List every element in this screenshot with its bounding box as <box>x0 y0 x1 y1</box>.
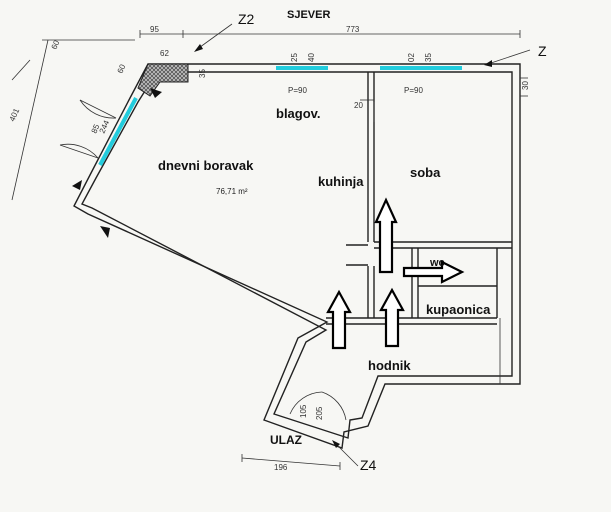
dim-door-85: 85 <box>90 123 102 135</box>
windows <box>98 66 462 166</box>
dim-corner-62: 62 <box>160 49 169 58</box>
north-label: SJEVER <box>287 9 330 21</box>
dim-window2-a: 02 <box>407 53 416 62</box>
parapet-2: P=90 <box>404 86 423 95</box>
arrow-up-hodnik-icon <box>326 289 352 350</box>
dim-right-30: 30 <box>521 81 530 90</box>
marker-pointers <box>72 23 531 467</box>
dim-bottom-196: 196 <box>274 463 288 472</box>
marker-z4: Z4 <box>360 457 377 473</box>
dim-window2-b: 35 <box>424 53 433 62</box>
top-left-dimension: 95 <box>150 25 159 34</box>
arrow-up-soba-icon <box>374 197 398 274</box>
dim-window1-a: 25 <box>290 53 299 62</box>
room-dnevni-boravak: dnevni boravak <box>158 158 254 173</box>
dim-left-outer: 401 <box>8 106 22 122</box>
marker-z2: Z2 <box>238 11 255 27</box>
arrow-right-wc-icon <box>402 260 465 284</box>
door-swings <box>59 99 347 421</box>
room-dnevni-area: 76,71 m² <box>216 187 248 196</box>
dim-wall-20: 20 <box>354 101 363 110</box>
room-soba: soba <box>410 165 441 180</box>
arrow-up-corridor-icon <box>379 287 405 348</box>
dimension-lines <box>11 30 521 470</box>
dim-left-top: 60 <box>50 39 62 51</box>
marker-z: Z <box>538 43 547 59</box>
window-left <box>98 97 138 166</box>
dim-window1-b: 40 <box>307 53 316 62</box>
room-wc: wc <box>429 257 445 269</box>
entry-ulaz: ULAZ <box>270 433 302 447</box>
dim-corner-35: 35 <box>198 69 207 78</box>
dim-entry-105: 105 <box>299 404 308 418</box>
parapet-1: P=90 <box>288 86 307 95</box>
room-blagov: blagov. <box>276 106 321 121</box>
interior-walls <box>326 72 512 384</box>
dim-entry-205: 205 <box>315 406 324 420</box>
room-kupaonica: kupaonica <box>426 302 491 317</box>
dim-left-small: 60 <box>116 63 128 75</box>
top-dimension: 773 <box>346 25 360 34</box>
arrows <box>326 197 465 350</box>
outer-walls <box>73 63 521 449</box>
hatched-column <box>137 63 189 97</box>
room-kuhinja: kuhinja <box>318 174 364 189</box>
room-hodnik: hodnik <box>368 358 411 373</box>
